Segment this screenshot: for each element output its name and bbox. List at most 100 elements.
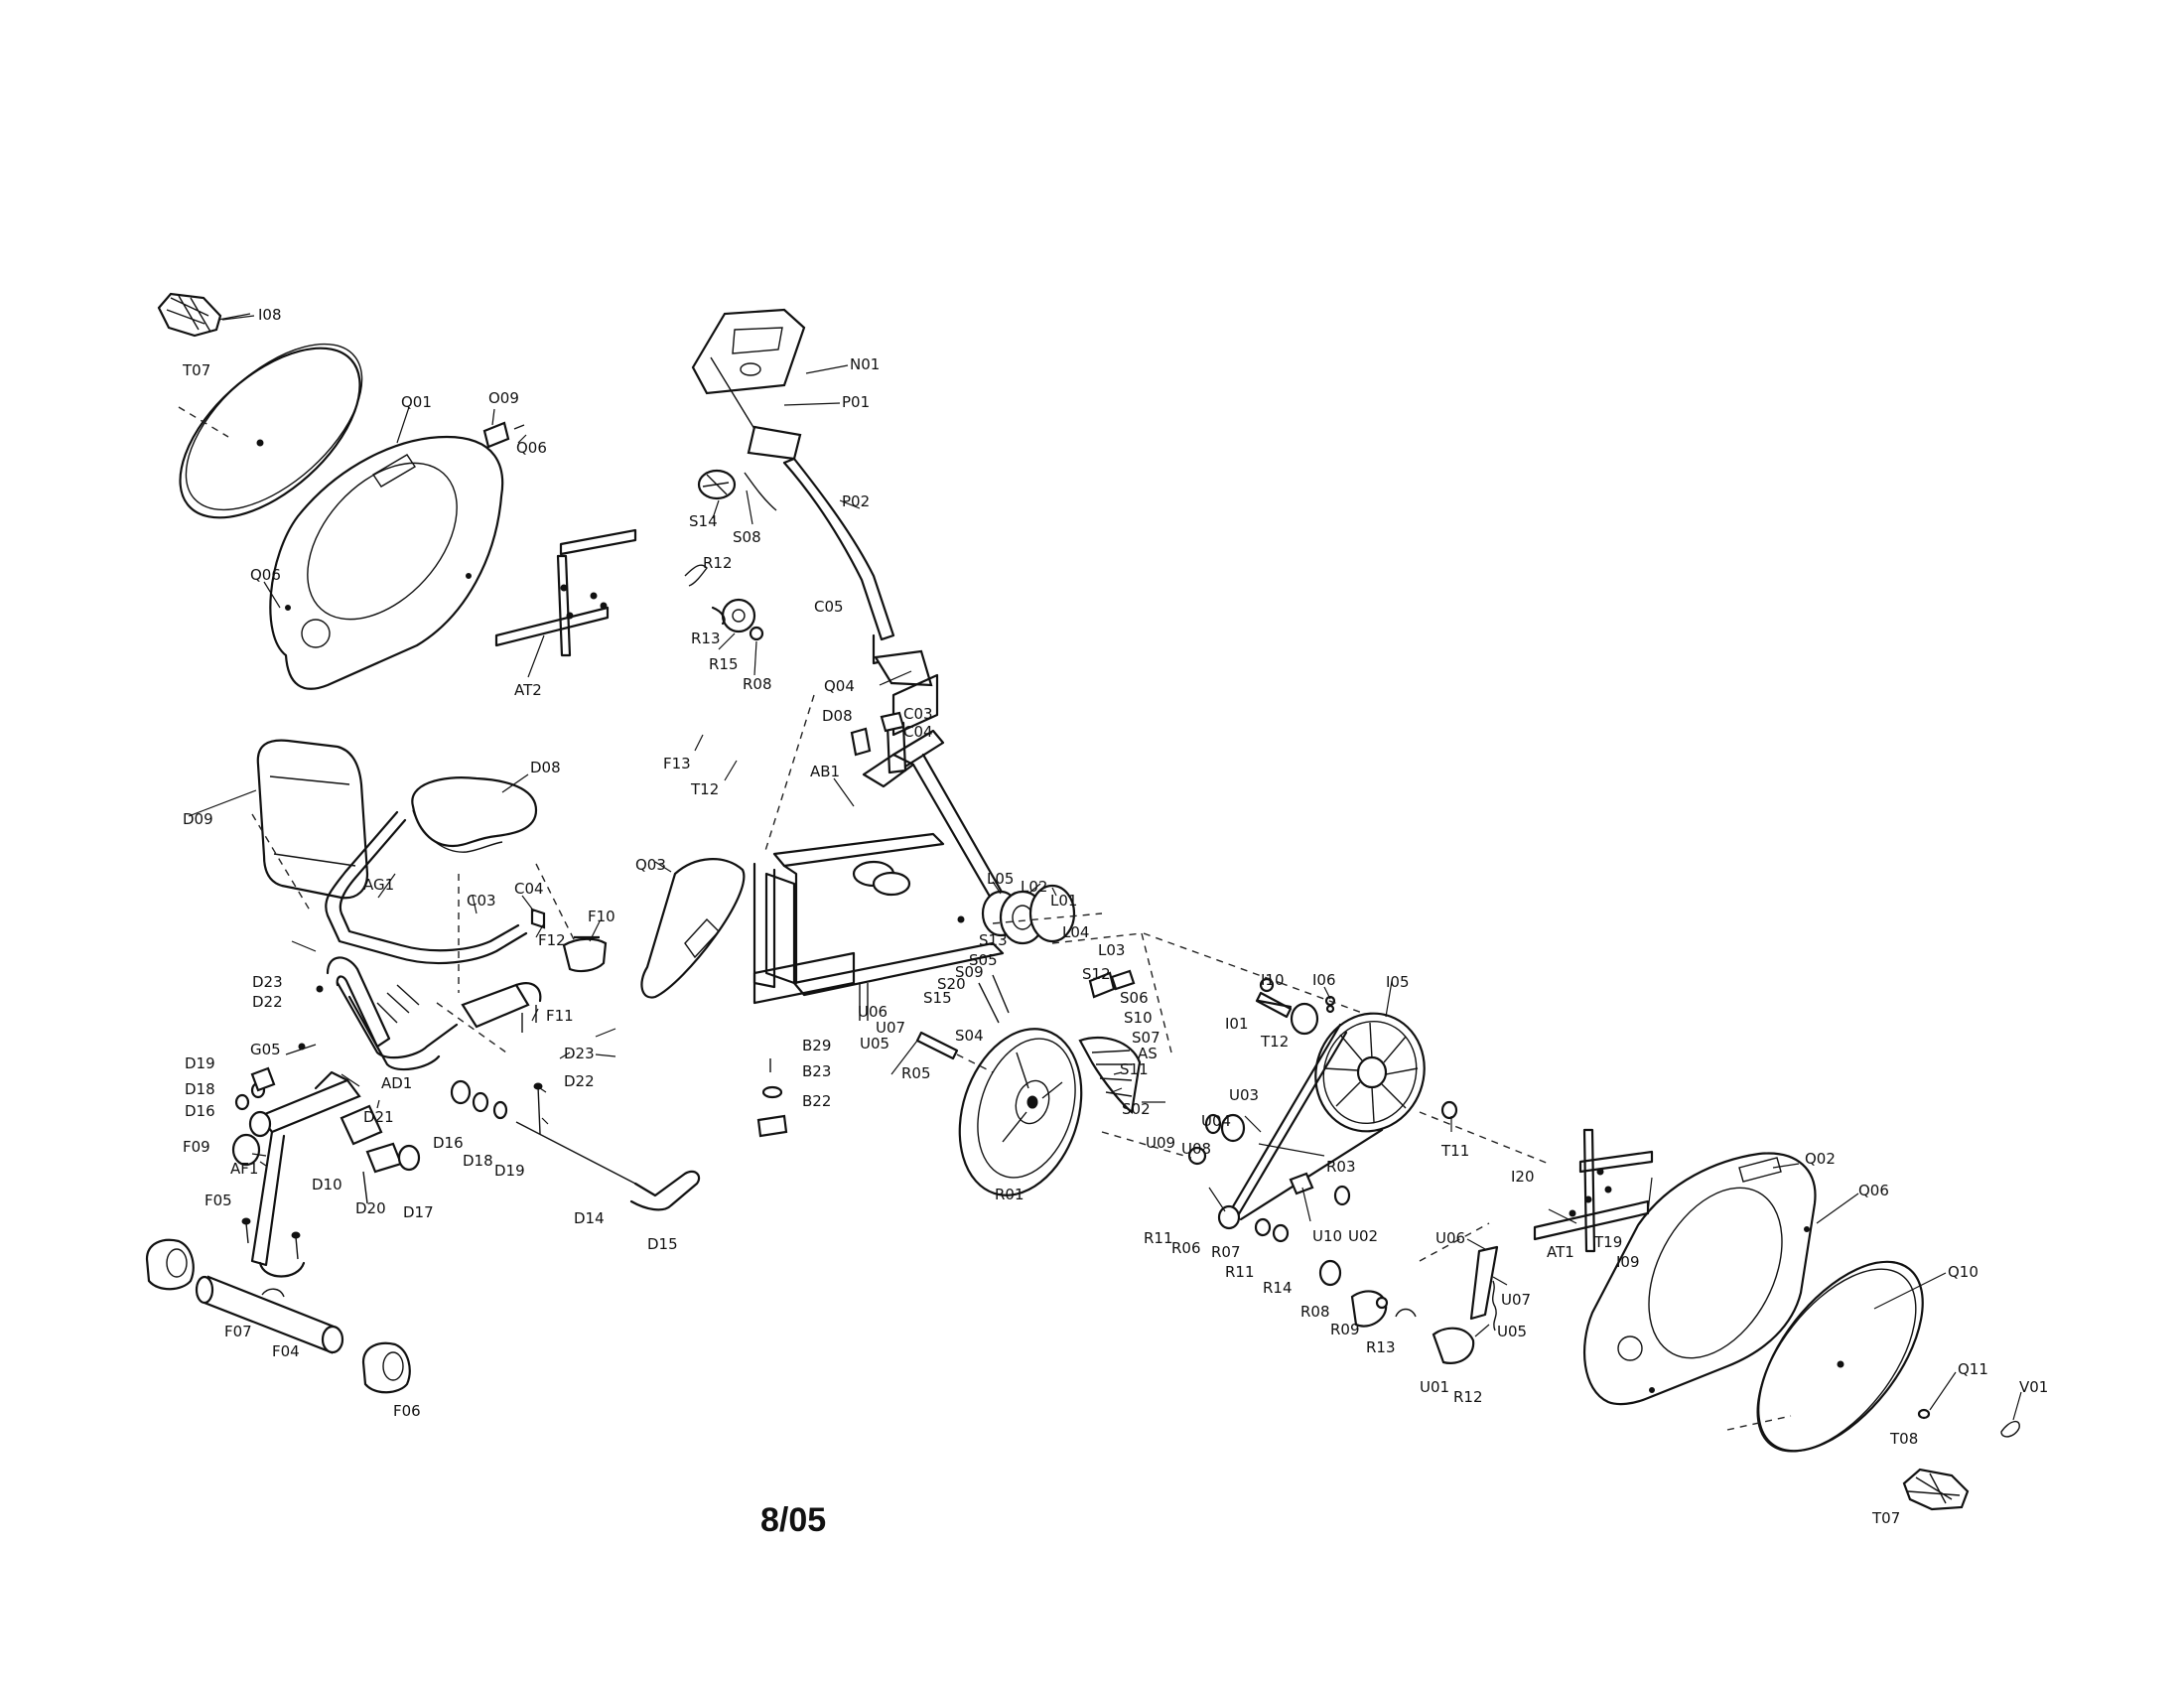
display-bracket-o09 bbox=[482, 421, 525, 449]
seat-dashes bbox=[436, 863, 577, 1053]
callout-label: O09 bbox=[488, 389, 519, 407]
callout-label: R06 bbox=[1171, 1239, 1201, 1257]
callout-label: S11 bbox=[1120, 1060, 1149, 1078]
seat-frame-ag1 bbox=[325, 810, 546, 965]
callout-label: D08 bbox=[822, 707, 853, 725]
callout-label: D23 bbox=[252, 973, 283, 991]
callout-label: T12 bbox=[690, 780, 719, 798]
drive-belt-r03 bbox=[1227, 1023, 1384, 1221]
callout-label: D15 bbox=[647, 1235, 678, 1253]
magnet-brake-assembly bbox=[1051, 932, 1172, 1115]
callout-label: C04 bbox=[903, 723, 933, 741]
callout-label: D17 bbox=[403, 1203, 434, 1221]
callout-label: AS bbox=[1138, 1045, 1158, 1062]
callout-label: AF1 bbox=[230, 1160, 258, 1178]
callout-label: N01 bbox=[850, 355, 880, 373]
leader-lines bbox=[188, 315, 2022, 1421]
callout-label: T07 bbox=[182, 361, 210, 379]
callout-label: R05 bbox=[901, 1064, 931, 1082]
callout-label: AD1 bbox=[381, 1074, 412, 1092]
callout-label: S10 bbox=[1124, 1009, 1153, 1027]
callout-label: F09 bbox=[183, 1138, 210, 1156]
callout-label: D09 bbox=[183, 810, 213, 828]
handlebar-d14 bbox=[450, 1079, 701, 1211]
callout-label: C05 bbox=[814, 598, 844, 616]
callout-label: I01 bbox=[1225, 1015, 1249, 1033]
callout-label: S05 bbox=[969, 951, 998, 969]
upper-stabilizer-at2 bbox=[494, 528, 637, 657]
console-post bbox=[710, 356, 933, 687]
callout-label: U07 bbox=[1501, 1291, 1531, 1309]
callout-label: P02 bbox=[842, 492, 870, 510]
page-date-stamp: 8/05 bbox=[760, 1501, 827, 1539]
seat-pivot-parts bbox=[231, 1066, 421, 1204]
console-n01 bbox=[691, 308, 806, 395]
callout-label: Q10 bbox=[1948, 1263, 1979, 1281]
callout-label: U09 bbox=[1146, 1134, 1175, 1152]
callout-label: AB1 bbox=[810, 763, 840, 780]
callout-label: C04 bbox=[514, 880, 544, 898]
callout-label: R11 bbox=[1225, 1263, 1255, 1281]
callout-label: L04 bbox=[1062, 923, 1089, 941]
callout-label: L02 bbox=[1021, 878, 1047, 896]
small-bracket-d08 bbox=[850, 711, 905, 757]
upper-crank-parts bbox=[684, 564, 764, 641]
main-frame-ab1 bbox=[752, 673, 1005, 1005]
callout-label: Q03 bbox=[635, 856, 666, 874]
flywheel-r01 bbox=[958, 1028, 1083, 1196]
callout-label: L05 bbox=[987, 870, 1014, 888]
callout-label: U06 bbox=[1435, 1229, 1465, 1247]
callout-label: S08 bbox=[733, 528, 761, 546]
callout-label: F06 bbox=[393, 1402, 421, 1420]
callout-label: U06 bbox=[858, 1003, 887, 1021]
base-tube-f04 bbox=[195, 1275, 344, 1354]
callout-label: R13 bbox=[691, 630, 721, 647]
callout-label: U04 bbox=[1201, 1112, 1231, 1130]
callout-label: U02 bbox=[1348, 1227, 1378, 1245]
callout-label: Q06 bbox=[250, 566, 281, 584]
callout-label: Q06 bbox=[1858, 1182, 1889, 1199]
callout-label: D14 bbox=[574, 1209, 605, 1227]
callout-label: F07 bbox=[224, 1323, 252, 1340]
callout-label: S07 bbox=[1132, 1029, 1160, 1047]
callout-label: Q11 bbox=[1958, 1360, 1988, 1378]
callout-label: I08 bbox=[258, 306, 282, 324]
callout-label: R11 bbox=[1144, 1229, 1173, 1247]
callout-label: S20 bbox=[937, 975, 966, 993]
callout-label: AG1 bbox=[363, 876, 394, 894]
callout-label: D19 bbox=[185, 1054, 215, 1072]
pulley-i05 bbox=[1314, 1012, 1426, 1133]
leveler-feet bbox=[756, 1058, 788, 1138]
callout-label: B23 bbox=[802, 1062, 831, 1080]
right-outer-disc-q10 bbox=[1726, 1260, 1924, 1453]
callout-label: R15 bbox=[709, 655, 739, 673]
callout-label: C03 bbox=[903, 705, 933, 723]
callout-label: U05 bbox=[860, 1035, 889, 1052]
end-cap-left bbox=[145, 1238, 195, 1291]
callout-label: I09 bbox=[1616, 1253, 1640, 1271]
callout-label: I06 bbox=[1312, 971, 1336, 989]
tension-knob-s14 bbox=[697, 469, 777, 511]
callout-label: D18 bbox=[463, 1152, 493, 1170]
right-side-cover-q02 bbox=[1582, 1152, 1817, 1406]
backrest-d09 bbox=[251, 739, 369, 914]
callout-label: S04 bbox=[955, 1027, 984, 1045]
callout-label: T11 bbox=[1440, 1142, 1469, 1160]
callout-label: I20 bbox=[1511, 1168, 1535, 1186]
callout-label: F11 bbox=[546, 1007, 574, 1025]
callout-label: L03 bbox=[1098, 941, 1125, 959]
callout-label: F12 bbox=[538, 931, 566, 949]
callout-label: AT2 bbox=[514, 681, 542, 699]
callout-label: R12 bbox=[1453, 1388, 1483, 1406]
callout-label: I05 bbox=[1386, 973, 1410, 991]
callout-label: D23 bbox=[564, 1045, 595, 1062]
end-cap-f06 bbox=[361, 1341, 411, 1394]
callout-label: U03 bbox=[1229, 1086, 1259, 1104]
flywheel-axle-parts bbox=[957, 884, 1103, 945]
crank-parts-lower bbox=[1255, 991, 1499, 1364]
callout-label: B29 bbox=[802, 1037, 831, 1054]
callout-label: G05 bbox=[250, 1041, 281, 1058]
callout-label: Q02 bbox=[1805, 1150, 1836, 1168]
brake-cables bbox=[859, 974, 1010, 1024]
